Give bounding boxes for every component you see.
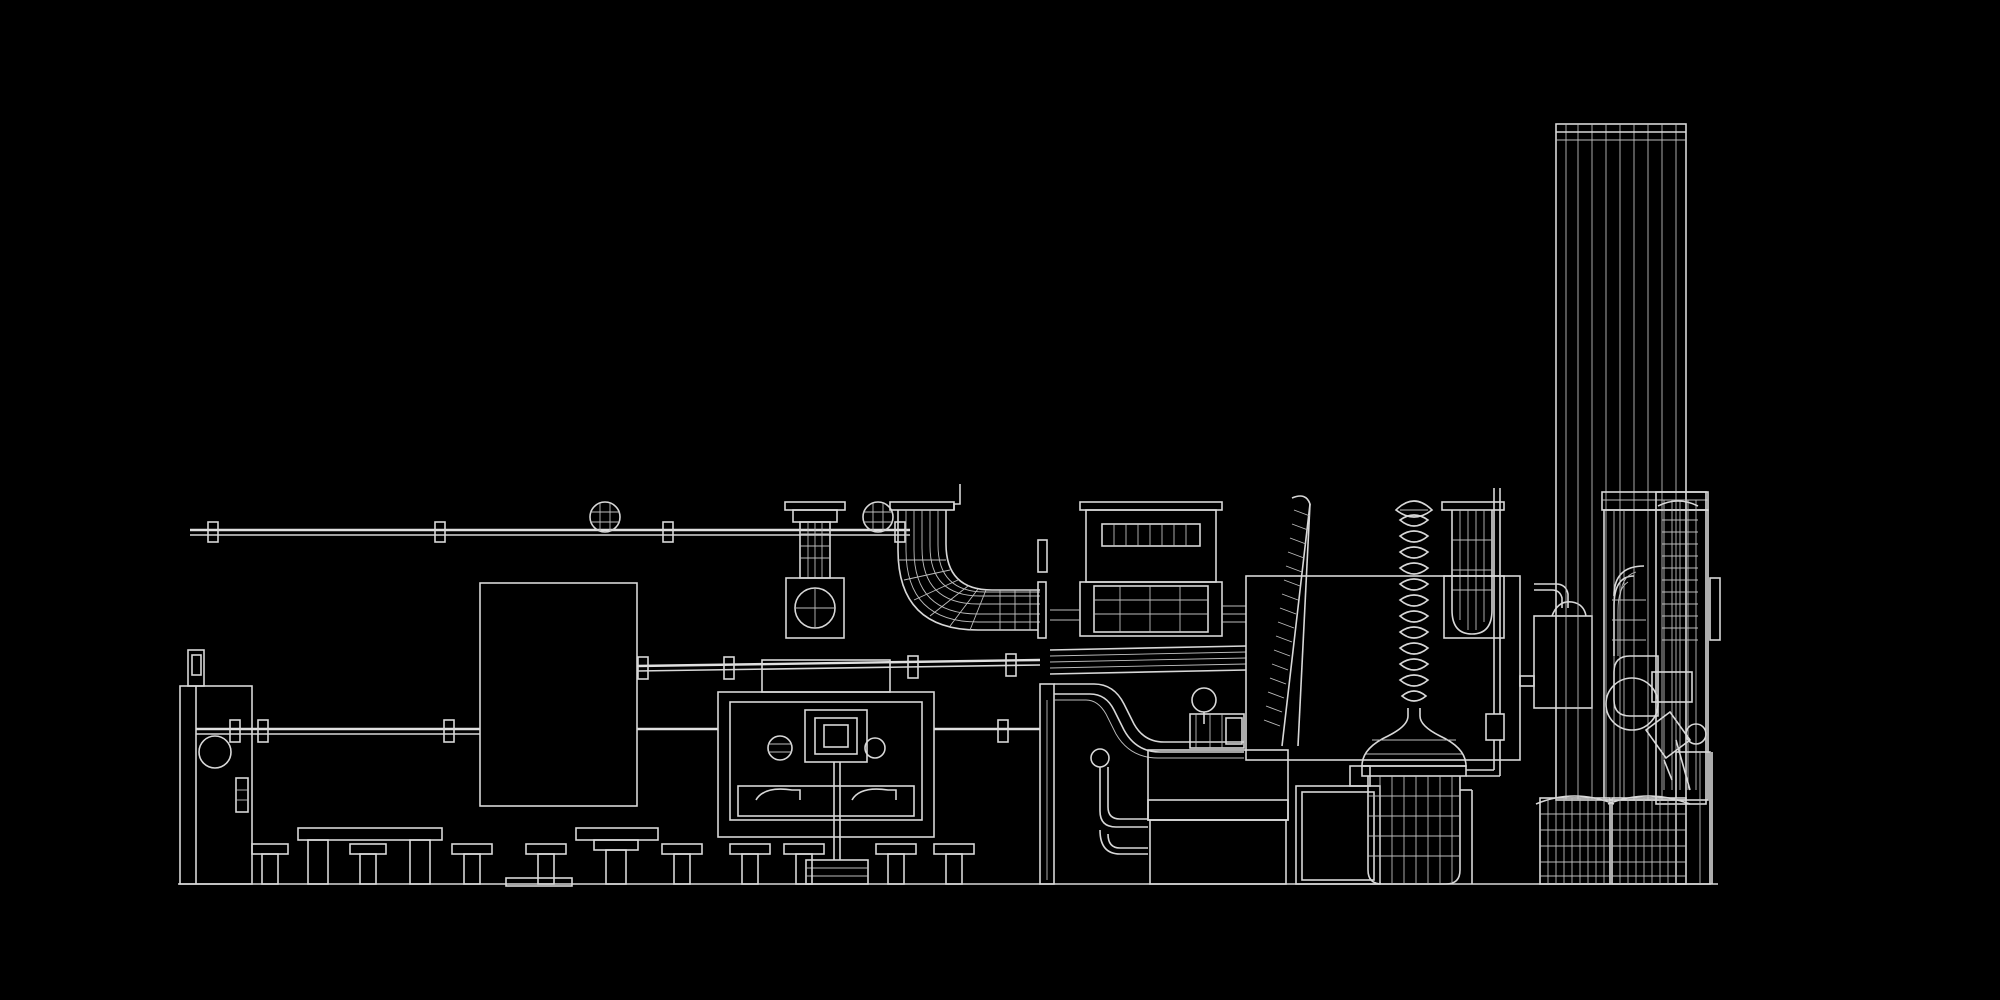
- spherical-valve-1: [589, 501, 621, 533]
- small-indicator-post: [1037, 539, 1048, 573]
- process-room-enclosure: [1039, 575, 1521, 885]
- drain-line: [1466, 488, 1505, 777]
- upper-mid-pipe: [636, 653, 1041, 693]
- bench-row: [251, 827, 975, 887]
- lever-operated-machine: [1090, 748, 1289, 885]
- stack-collar-assembly: [1601, 491, 1721, 885]
- central-machine-unit: [717, 691, 935, 885]
- bent-duct: [889, 484, 1047, 639]
- filter-hopper-unit: [784, 501, 846, 639]
- spherical-valve-2: [862, 501, 894, 533]
- capsule-filter: [1441, 501, 1505, 639]
- left-control-cabinet: [179, 649, 253, 885]
- large-rectangular-tank: [479, 582, 638, 807]
- central-double-cyclone: [1050, 501, 1246, 637]
- winding-pipe-assembly: [1054, 683, 1245, 759]
- spiral-flex-hose: [1263, 495, 1311, 747]
- conveyor-bundle: [1049, 645, 1247, 675]
- stacked-column-reactor: [1361, 500, 1473, 885]
- cage-basket-left: [1535, 795, 1615, 885]
- cage-basket-right: [1607, 795, 1691, 885]
- lower-pipe-line: [196, 719, 1040, 743]
- upper-pipe-rack: [190, 521, 910, 543]
- tall-exhaust-stack: [1555, 123, 1687, 801]
